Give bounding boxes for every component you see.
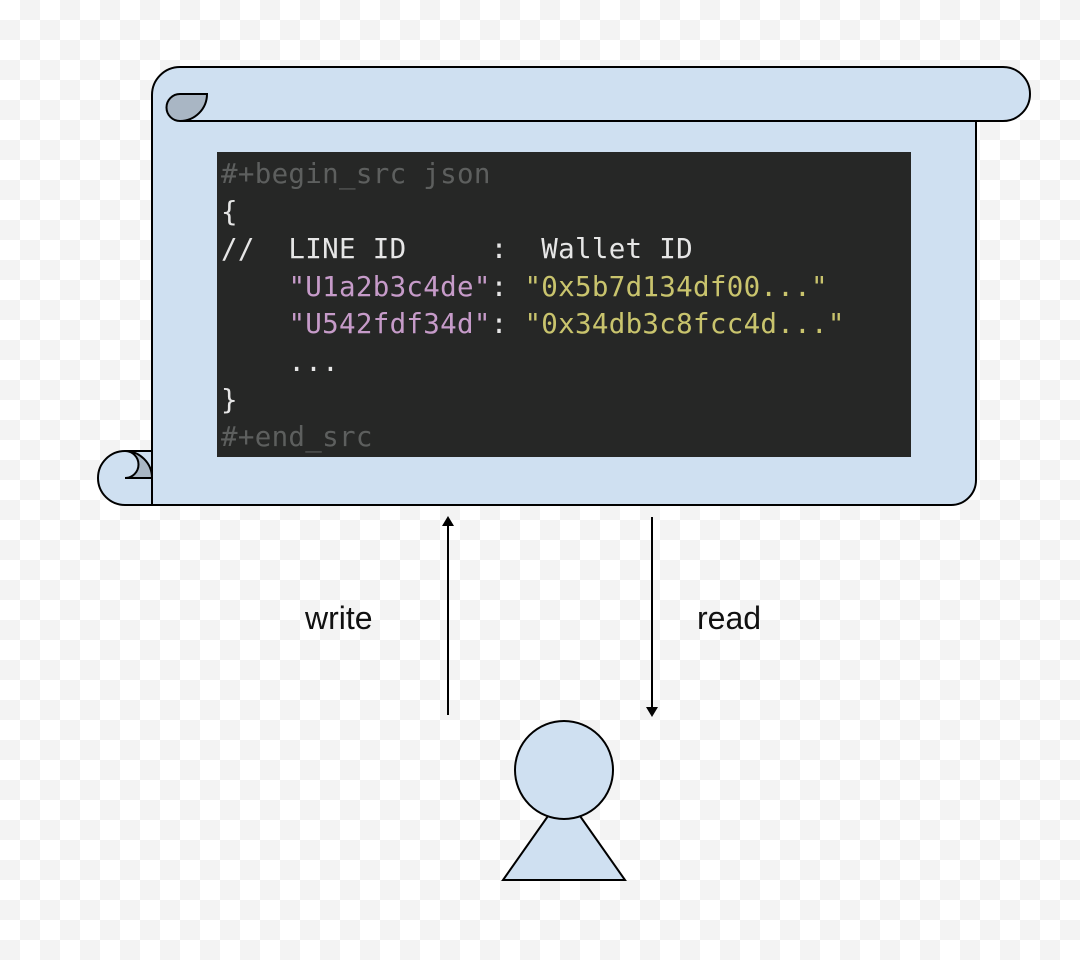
code-ellipsis-line: ... xyxy=(221,345,339,378)
code-close-brace: } xyxy=(221,383,238,416)
code-comment-line: // LINE ID : Wallet ID xyxy=(221,231,911,269)
entry-key: "U542fdf34d" xyxy=(288,308,491,341)
code-begin-line: #+begin_src json xyxy=(221,158,491,190)
code-open-brace: { xyxy=(221,195,238,228)
user-body xyxy=(501,815,627,881)
entry-indent xyxy=(221,271,288,303)
entry-separator: : xyxy=(490,308,525,341)
scroll-bottom-curl-icon xyxy=(124,450,154,479)
user-icon[interactable] xyxy=(501,720,627,881)
comment-slashes: // xyxy=(221,233,255,266)
code-end-line: #+end_src xyxy=(221,421,373,454)
entry-value: "0x5b7d134df00..." xyxy=(524,270,828,303)
code-entry-line: "U542fdf34d": "0x34db3c8fcc4d..." xyxy=(221,306,911,344)
code-entry-line: "U1a2b3c4de": "0x5b7d134df00..." xyxy=(221,269,911,307)
entry-value: "0x34db3c8fcc4d..." xyxy=(524,308,845,341)
json-code-block: #+begin_src json { // LINE ID : Wallet I… xyxy=(217,152,911,457)
entry-separator: : xyxy=(490,270,525,303)
user-head xyxy=(514,720,614,820)
entry-key: "U1a2b3c4de" xyxy=(288,270,491,303)
read-label: read xyxy=(697,600,762,636)
comment-text: LINE ID : Wallet ID xyxy=(254,233,693,266)
write-label: write xyxy=(305,600,373,636)
scroll-top-curl-icon xyxy=(165,93,209,123)
entry-indent xyxy=(221,308,288,340)
